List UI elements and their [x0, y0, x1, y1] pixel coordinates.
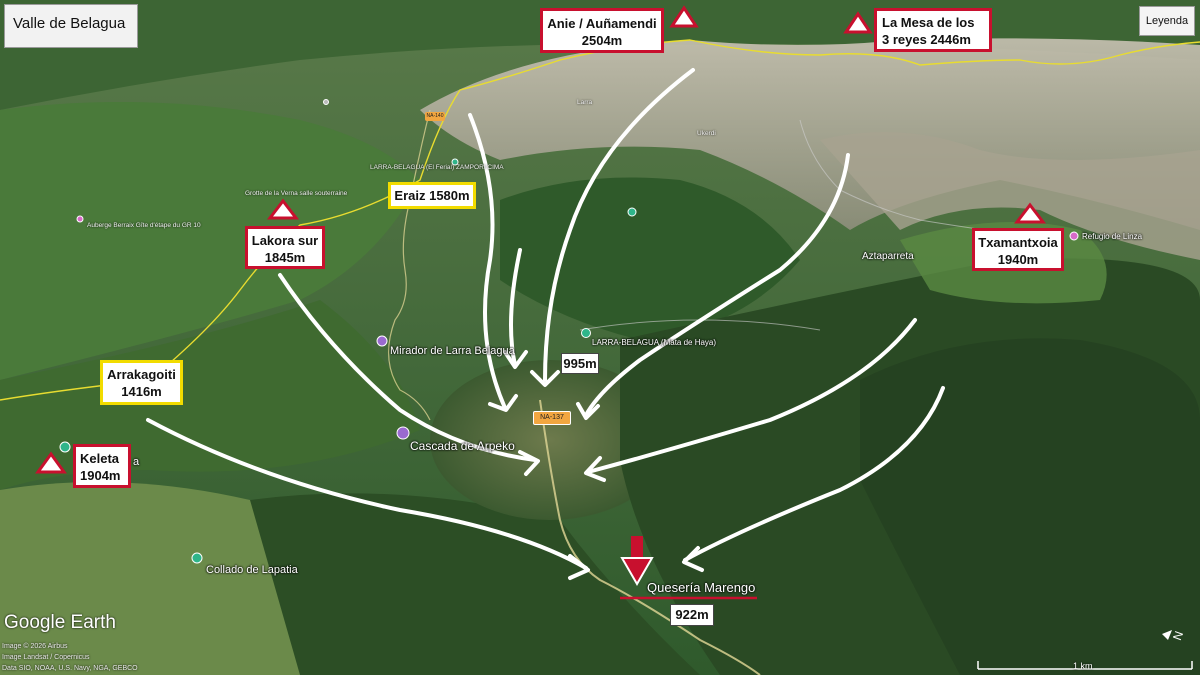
- label-keleta-alt: 1904m: [80, 468, 121, 483]
- place-larra-dot[interactable]: Larra: [577, 99, 593, 106]
- label-lakora-alt: 1845m: [264, 250, 306, 265]
- place-grotte[interactable]: Grotte de la Verna salle souterraine: [245, 190, 348, 197]
- route-arrow-anie: [543, 68, 695, 382]
- place-keleta-partial: a: [133, 456, 140, 468]
- label-lakora-name: Lakora sur: [251, 233, 319, 248]
- place-ukerdi[interactable]: Ukerdi: [697, 130, 716, 137]
- destination-arrow-icon: [620, 536, 654, 587]
- label-arrakagoiti-name: Arrakagoiti: [107, 367, 176, 382]
- label-valley-altitude: 995m: [561, 353, 599, 374]
- peak-icon-txamantxoia: [1013, 202, 1047, 224]
- route-arrow-mesa: [584, 153, 850, 417]
- legend-button[interactable]: Leyenda: [1139, 6, 1195, 36]
- route-arrow-eraiz: [468, 113, 507, 410]
- place-auberge[interactable]: Auberge Berraix Gîte d'étape du GR 10: [87, 222, 201, 229]
- pin-cascada[interactable]: [396, 426, 410, 440]
- label-keleta-name: Keleta: [80, 451, 120, 466]
- pin-mirador[interactable]: [376, 335, 388, 347]
- pin-larra[interactable]: [581, 328, 591, 338]
- peak-triangle-icons: [35, 5, 1047, 474]
- place-collado[interactable]: Collado de Lapatia: [206, 564, 298, 576]
- road-sign-na137: NA-137: [533, 411, 571, 425]
- route-arrow-mid: [509, 248, 522, 367]
- route-arrow-arrakagoiti: [146, 418, 588, 570]
- credit-line-2: Image Landsat / Copernicus: [2, 654, 90, 661]
- label-mesa-alt: 3 reyes 2446m: [882, 32, 971, 47]
- place-larra-top[interactable]: LARRA-BELAGUA (El Ferial) ZAMPORI CIMA: [370, 164, 504, 171]
- peak-icon-keleta: [35, 451, 67, 474]
- credit-line-1: Image © 2026 Airbus: [2, 643, 68, 650]
- label-txamantxoia: Txamantxoia 1940m: [972, 228, 1064, 271]
- pin-keleta[interactable]: [59, 441, 71, 453]
- place-mirador[interactable]: Mirador de Larra Belagua: [390, 345, 515, 357]
- place-larra[interactable]: LARRA-BELAGUA (Mata de Haya): [592, 338, 717, 347]
- destination-altitude: 922m: [670, 604, 714, 626]
- label-keleta: Keleta 1904m: [73, 444, 131, 488]
- map-title: Valle de Belagua: [4, 4, 138, 48]
- place-aztaparreta[interactable]: Aztaparreta: [862, 251, 914, 262]
- label-eraiz: Eraiz 1580m: [388, 182, 476, 209]
- label-mesa-name: La Mesa de los: [882, 15, 975, 30]
- label-txamantxoia-alt: 1940m: [997, 252, 1039, 267]
- pin-auberge[interactable]: [76, 215, 84, 223]
- label-anie: Anie / Auñamendi 2504m: [540, 8, 664, 53]
- credit-line-3: Data SIO, NOAA, U.S. Navy, NGA, GEBCO: [2, 665, 138, 672]
- label-txamantxoia-name: Txamantxoia: [978, 235, 1058, 250]
- pin-center[interactable]: [627, 207, 637, 217]
- place-cascada[interactable]: Cascada de Arpeko: [410, 439, 515, 453]
- pin-top[interactable]: [451, 158, 459, 166]
- label-anie-alt: 2504m: [581, 33, 623, 48]
- label-mesa: La Mesa de los 3 reyes 2446m: [874, 8, 992, 52]
- label-anie-name: Anie / Auñamendi: [547, 16, 657, 31]
- place-refugio[interactable]: Refugio de Linza: [1082, 232, 1143, 241]
- route-arrows: [146, 68, 945, 570]
- google-earth-logo: Google Earth: [4, 612, 116, 633]
- route-arrow-lakora: [278, 273, 537, 462]
- peak-icon-anie: [669, 5, 699, 28]
- pin-refugio[interactable]: [1069, 231, 1079, 241]
- route-arrow-right: [683, 386, 945, 562]
- scale-label: 1 km: [1073, 661, 1093, 671]
- label-lakora: Lakora sur 1845m: [245, 226, 325, 269]
- peak-icon-lakora: [266, 198, 300, 220]
- label-eraiz-name: Eraiz 1580m: [394, 188, 470, 203]
- route-arrow-txamantxoia: [586, 318, 917, 474]
- peak-icon-mesa: [843, 11, 873, 34]
- pin-grotte[interactable]: [323, 99, 329, 105]
- label-arrakagoiti: Arrakagoiti 1416m: [100, 360, 183, 405]
- road-sign-na140: NA-140: [425, 112, 445, 121]
- label-arrakagoiti-alt: 1416m: [121, 384, 162, 399]
- pin-collado[interactable]: [191, 552, 203, 564]
- destination-name: Quesería Marengo: [647, 580, 756, 595]
